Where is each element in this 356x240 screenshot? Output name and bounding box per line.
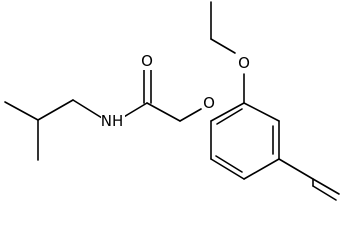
bond-nh-carbonyl <box>121 102 148 119</box>
bond-carbonyl-ch2 <box>146 102 181 122</box>
ring-bond-c6-c1 <box>210 102 245 122</box>
carbonyl-oxygen-label: O <box>141 52 153 70</box>
bond-ch-ch2 <box>37 99 74 121</box>
amide-nitrogen-label-bg <box>101 111 125 129</box>
ring-inner-double-bond-bottom <box>215 155 243 173</box>
ether-oxygen-label: O <box>203 94 215 112</box>
ring-bond-c1-c2 <box>243 102 280 122</box>
ether-oxygen-label-bg <box>202 94 216 112</box>
bond-aldehyde-double-1 <box>312 178 340 195</box>
amide-group <box>121 67 202 122</box>
bond-ring-aldehyde-carbon <box>278 158 314 180</box>
isobutyl-group <box>4 99 103 161</box>
ring-inner-double-bond-top <box>216 108 243 125</box>
ethoxy-oxygen-label: O <box>238 54 250 72</box>
bond-ch3-branch-top <box>4 101 39 121</box>
benzene-ring <box>210 102 280 180</box>
molecule-structure-diagram: O O O NH <box>4 1 340 201</box>
bond-aldehyde-double-2 <box>312 185 337 201</box>
ethoxy-oxygen-label-bg <box>237 54 251 72</box>
aldehyde-group <box>278 158 340 201</box>
ring-bond-c4-c5 <box>210 158 245 180</box>
bond-ethoxy-oxygen-ch2 <box>210 38 236 54</box>
amide-nitrogen-label: NH <box>101 112 124 130</box>
atom-labels: O O O NH <box>101 52 251 130</box>
carbonyl-oxygen-label-bg <box>140 52 154 70</box>
ring-bond-c3-c4 <box>243 158 280 180</box>
bond-ch2-ether-oxygen <box>179 108 202 122</box>
bond-ch2-nh <box>72 99 103 119</box>
ethoxy-group <box>210 1 245 104</box>
